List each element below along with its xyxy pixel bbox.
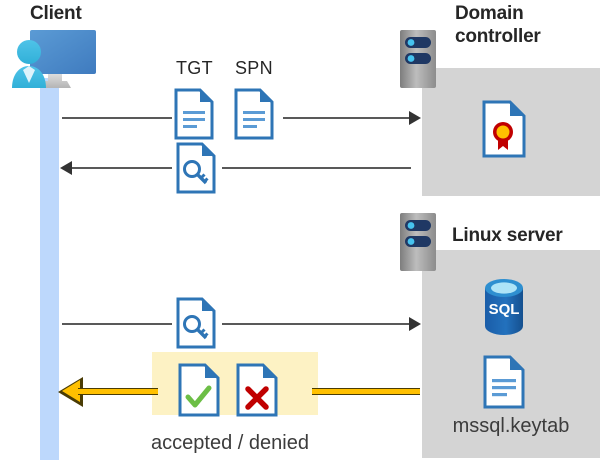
verdict-label: accepted / denied <box>151 432 309 454</box>
key-document-icon <box>176 142 216 194</box>
flow-3-line-left <box>62 323 172 325</box>
verdict-highlight-box <box>152 352 318 415</box>
spn-label: SPN <box>235 58 273 78</box>
document-icon <box>234 88 274 140</box>
flow-3-arrowhead <box>409 317 421 331</box>
document-icon <box>483 355 525 409</box>
client-lifeline <box>40 78 59 460</box>
key-document-icon <box>176 297 216 349</box>
document-icon <box>174 88 214 140</box>
domain-controller-title: Domain controller <box>455 3 541 47</box>
server-rack-icon <box>398 28 444 90</box>
keytab-file-label: mssql.keytab <box>452 415 570 437</box>
svg-text:SQL: SQL <box>489 301 520 318</box>
client-workstation-icon <box>8 26 100 92</box>
accepted-document-icon <box>178 363 220 417</box>
flow-4-arrowhead <box>62 380 80 402</box>
flow-1-line-left <box>62 117 172 119</box>
flow-2-line-right <box>222 167 411 169</box>
flow-1-arrowhead <box>409 111 421 125</box>
tgt-label: TGT <box>176 58 213 78</box>
flow-3-line-right <box>222 323 411 325</box>
certificate-document-icon <box>482 100 526 158</box>
flow-4-line-right <box>312 388 420 395</box>
linux-server-title: Linux server <box>452 225 563 246</box>
flow-2-line-left <box>72 167 172 169</box>
sql-database-icon: SQL <box>480 278 528 336</box>
flow-4-line-left <box>78 388 158 395</box>
denied-document-icon <box>236 363 278 417</box>
server-rack-icon <box>398 211 444 273</box>
client-title: Client <box>30 3 82 24</box>
flow-1-line-right <box>283 117 411 119</box>
flow-2-arrowhead <box>60 161 72 175</box>
